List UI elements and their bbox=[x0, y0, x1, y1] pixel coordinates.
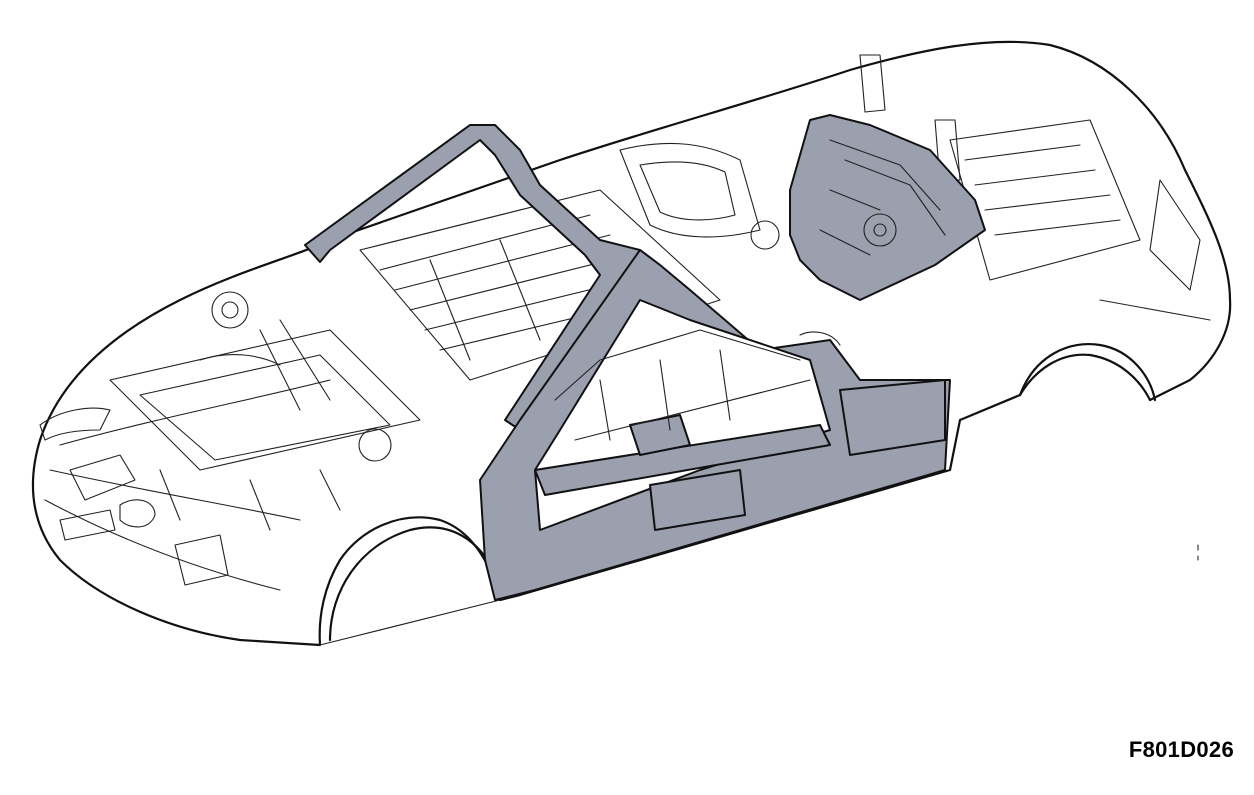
door-frame-detail bbox=[554, 329, 841, 441]
rocker-panel-highlight bbox=[534, 379, 946, 531]
rear-wheel-arch bbox=[1018, 343, 1157, 402]
front-grille bbox=[59, 454, 229, 586]
body-outline bbox=[31, 40, 1232, 647]
interior-floor bbox=[359, 142, 780, 381]
headlight-icon bbox=[39, 407, 111, 441]
engine-bay bbox=[109, 291, 421, 531]
figure-code: F801D026 bbox=[1128, 737, 1234, 762]
rear-bulkhead-highlight bbox=[789, 114, 986, 301]
front-wheel-arch bbox=[328, 526, 497, 642]
